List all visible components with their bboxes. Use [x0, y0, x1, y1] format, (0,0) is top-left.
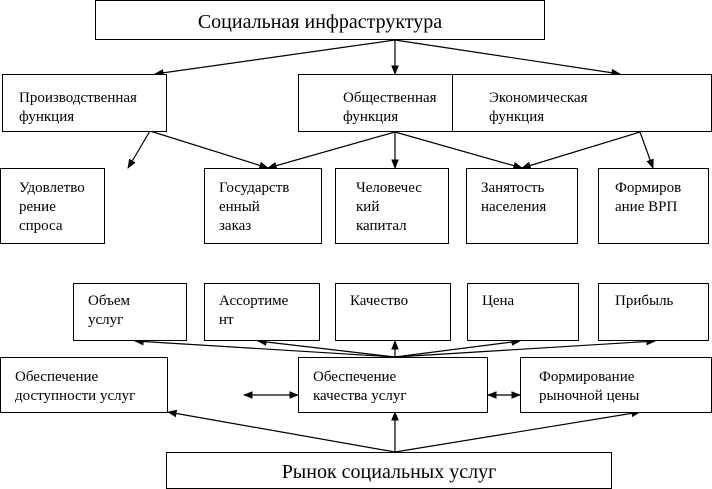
param-quality-box: Качество — [335, 283, 451, 341]
outcome-grp-label: Формиров ание ВРП — [615, 180, 682, 215]
economic-function-box: Экономическая функция — [452, 74, 712, 132]
arrow-social-to-state-order — [267, 131, 396, 170]
bottom-box: Рынок социальных услуг — [166, 452, 612, 489]
param-quality-label: Качество — [350, 293, 409, 309]
outcome-employment-label: Занятость населения — [481, 180, 547, 215]
arrow-economic-to-grp — [639, 131, 654, 169]
outcome-demand-box: Удовлетво рение спроса — [0, 168, 105, 244]
param-price-label: Цена — [482, 293, 515, 309]
outcome-grp-box: Формиров ание ВРП — [598, 168, 709, 244]
arrow-production-to-demand — [127, 130, 151, 169]
arrow-quality-to-volume — [134, 337, 396, 358]
outcome-human-capital-label: Человечес кий капитал — [356, 180, 422, 234]
market-price-provision-label: Формирование рыночной цены — [539, 369, 640, 404]
social-function-box: Общественная функция — [298, 74, 458, 132]
arrow-top-to-economic — [394, 39, 621, 77]
param-price-box: Цена — [467, 283, 579, 341]
outcome-human-capital-box: Человечес кий капитал — [335, 168, 449, 244]
outcome-demand-label: Удовлетво рение спроса — [19, 180, 85, 234]
market-price-provision-box: Формирование рыночной цены — [520, 357, 712, 413]
availability-provision-box: Обеспечение доступности услуг — [0, 357, 168, 413]
param-volume-label: Объем услуг — [88, 293, 130, 328]
top-box: Социальная инфраструктура — [95, 0, 545, 40]
quality-provision-box: Обеспечение качества услуг — [298, 357, 488, 413]
param-volume-box: Объем услуг — [73, 283, 187, 341]
arrow-market-to-price — [394, 409, 641, 453]
arrow-social-to-employment — [394, 131, 523, 170]
param-assortment-label: Ассортиме нт — [219, 293, 289, 328]
param-profit-box: Прибыль — [598, 283, 709, 341]
arrow-production-to-state-order — [149, 130, 269, 170]
outcome-state-order-box: Государств енный заказ — [204, 168, 322, 244]
quality-provision-label: Обеспечение качества услуг — [313, 369, 407, 404]
outcome-employment-box: Занятость населения — [466, 168, 578, 244]
param-assortment-box: Ассортиме нт — [204, 283, 320, 341]
availability-provision-label: Обеспечение доступности услуг — [15, 369, 136, 404]
arrow-quality-to-assortment — [257, 338, 396, 358]
arrow-top-to-production — [154, 39, 396, 77]
social-function-label: Общественная функция — [343, 90, 437, 125]
production-function-label: Производственная функция — [19, 90, 137, 125]
production-function-box: Производственная функция — [2, 74, 167, 132]
top-title: Социальная инфраструктура — [197, 11, 443, 33]
arrow-quality-to-price — [394, 338, 521, 358]
param-profit-label: Прибыль — [615, 293, 674, 309]
economic-function-label: Экономическая функция — [489, 90, 588, 125]
arrow-market-to-availability — [167, 409, 396, 453]
outcome-state-order-label: Государств енный заказ — [219, 180, 290, 234]
arrow-economic-to-employment — [521, 131, 641, 170]
arrow-quality-to-profit — [394, 337, 656, 358]
bottom-title: Рынок социальных услуг — [281, 461, 497, 483]
